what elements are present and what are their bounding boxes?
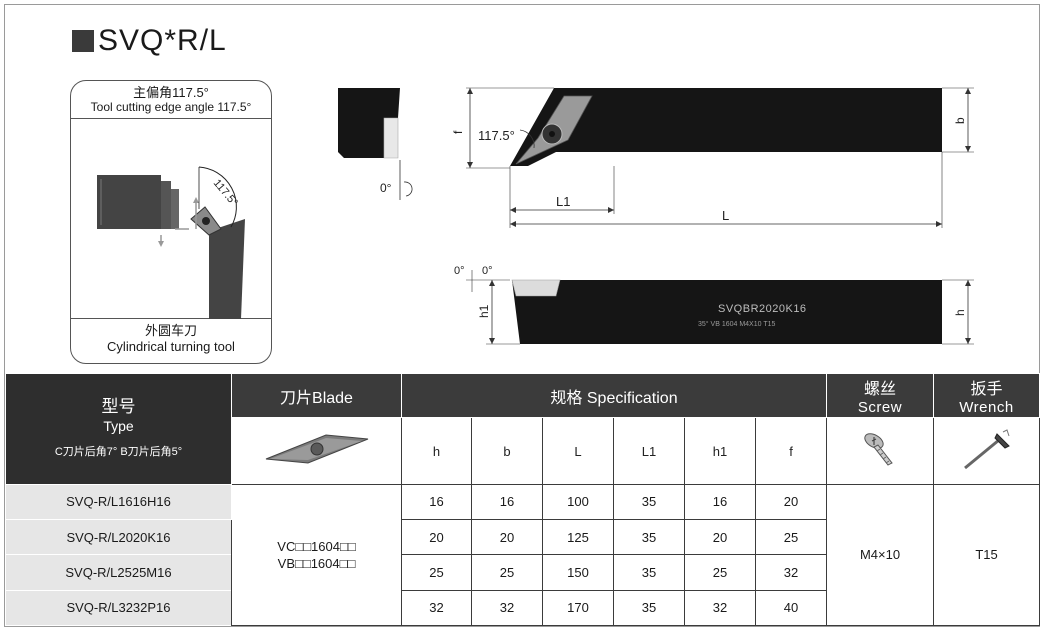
screw-image bbox=[826, 417, 935, 485]
value-cell: 150 bbox=[542, 554, 614, 591]
model-cell: SVQ-R/L2020K16 bbox=[5, 519, 232, 556]
cutting-angle-panel: 主偏角117.5° Tool cutting edge angle 117.5°… bbox=[70, 80, 272, 364]
tool-label-zh: 外圆车刀 bbox=[144, 323, 197, 338]
wrench-image bbox=[933, 417, 1041, 485]
type-header: 型号 Type C刀片后角7° B刀片后角5° bbox=[5, 373, 232, 485]
value-cell: 20 bbox=[754, 483, 828, 521]
value-cell: 25 bbox=[754, 519, 828, 556]
table-row: SVQ-R/L1616H16 VC□□1604□□ VB□□1604□□ 16 … bbox=[5, 483, 1041, 627]
screw-icon bbox=[864, 432, 893, 466]
wrench-cell: T15 bbox=[933, 483, 1041, 627]
angle-label-en: Tool cutting edge angle 117.5° bbox=[90, 100, 252, 114]
blade-line-1: VC□□1604□□ bbox=[277, 538, 356, 554]
screw-header: 螺丝 Screw bbox=[826, 372, 935, 419]
value-cell: 32 bbox=[471, 589, 543, 627]
title-text: SVQ*R/L bbox=[98, 24, 227, 57]
spec-header: 规格 Specification bbox=[400, 372, 828, 419]
side-angle-label: 0° bbox=[380, 181, 392, 195]
value-cell: 20 bbox=[471, 519, 543, 556]
table-row: SVQ-R/L2020K16 20 20 125 35 20 25 bbox=[5, 519, 1040, 556]
blade-model-cell: VC□□1604□□ VB□□1604□□ bbox=[231, 483, 402, 627]
page-frame bbox=[4, 4, 1040, 627]
wrench-header: 扳手 Wrench bbox=[933, 372, 1041, 419]
type-label-en: Type bbox=[103, 417, 134, 434]
label-h: h bbox=[953, 309, 967, 316]
workpiece-step bbox=[171, 189, 179, 229]
value-cell: 20 bbox=[684, 519, 756, 556]
value-cell: 16 bbox=[471, 483, 543, 521]
angle-label-zh: 主偏角117.5° bbox=[133, 85, 209, 100]
label-h1: h1 bbox=[477, 304, 491, 318]
front-view: SVQBR2020K16 35° VB 1604 M4X10 T15 0° 0°… bbox=[454, 265, 974, 345]
col-b: b bbox=[471, 417, 543, 485]
panel-footer: 外圆车刀 Cylindrical turning tool bbox=[71, 319, 271, 355]
value-cell: 16 bbox=[401, 483, 472, 521]
value-cell: 20 bbox=[401, 519, 472, 556]
model-cell: SVQ-R/L1616H16 bbox=[5, 483, 232, 521]
label-f: f bbox=[451, 130, 465, 134]
blade-line-2: VB□□1604□□ bbox=[277, 555, 356, 571]
insert-icon bbox=[265, 434, 368, 464]
turning-diagram-svg: 117.5° bbox=[97, 166, 245, 319]
col-L1: L1 bbox=[613, 417, 685, 485]
tool-holder-shape bbox=[209, 219, 245, 319]
value-cell: 40 bbox=[754, 589, 828, 627]
top-view: f 117.5° b L1 L bbox=[451, 87, 974, 228]
side-view: 0° bbox=[338, 88, 413, 200]
top-angle-label: 117.5° bbox=[478, 128, 515, 143]
value-cell: 35 bbox=[613, 483, 685, 521]
wrench-icon bbox=[963, 428, 1010, 469]
col-h1: h1 bbox=[684, 417, 756, 485]
engraving-sub: 35° VB 1604 M4X10 T15 bbox=[698, 320, 775, 328]
value-cell: 100 bbox=[542, 483, 614, 521]
model-cell: SVQ-R/L3232P16 bbox=[5, 589, 232, 627]
value-cell: 25 bbox=[471, 554, 543, 591]
workpiece-shape bbox=[97, 175, 161, 229]
label-L: L bbox=[722, 208, 729, 223]
screw-cell: M4×10 bbox=[826, 483, 935, 627]
technical-drawings: 0° f 117.5° b L1 L bbox=[338, 87, 974, 345]
table-row: SVQ-R/L2525M16 25 25 150 35 25 32 bbox=[5, 554, 1040, 591]
value-cell: 35 bbox=[613, 519, 685, 556]
insert-screw-icon bbox=[202, 217, 210, 225]
value-cell: 125 bbox=[542, 519, 614, 556]
engraving-main: SVQBR2020K16 bbox=[718, 303, 807, 315]
turning-diagram: 117.5° bbox=[71, 119, 271, 319]
page-title: SVQ*R/L bbox=[72, 24, 227, 58]
value-cell: 32 bbox=[684, 589, 756, 627]
col-h: h bbox=[401, 417, 472, 485]
col-f: f bbox=[754, 417, 828, 485]
value-cell: 25 bbox=[401, 554, 472, 591]
table-row: SVQ-R/L3232P16 32 32 170 35 32 40 bbox=[5, 589, 1040, 627]
front-angle-left: 0° bbox=[454, 265, 465, 277]
label-b: b bbox=[953, 117, 967, 124]
blade-image bbox=[231, 417, 402, 485]
tool-label-en: Cylindrical turning tool bbox=[107, 339, 235, 354]
type-label-zh: 型号 bbox=[101, 396, 136, 416]
specification-table: 型号 Type C刀片后角7° B刀片后角5° 刀片Blade 规格 Speci… bbox=[5, 372, 1041, 627]
value-cell: 170 bbox=[542, 589, 614, 627]
panel-header: 主偏角117.5° Tool cutting edge angle 117.5° bbox=[71, 81, 271, 119]
value-cell: 35 bbox=[613, 554, 685, 591]
value-cell: 32 bbox=[754, 554, 828, 591]
value-cell: 35 bbox=[613, 589, 685, 627]
type-note: C刀片后角7° B刀片后角5° bbox=[54, 445, 183, 458]
value-cell: 32 bbox=[401, 589, 472, 627]
value-cell: 25 bbox=[684, 554, 756, 591]
front-angle-right: 0° bbox=[482, 265, 493, 277]
col-L: L bbox=[542, 417, 614, 485]
title-square-icon bbox=[72, 30, 94, 52]
workpiece-step bbox=[161, 181, 171, 229]
model-cell: SVQ-R/L2525M16 bbox=[5, 554, 232, 591]
label-L1: L1 bbox=[556, 194, 570, 209]
value-cell: 16 bbox=[684, 483, 756, 521]
blade-header: 刀片Blade bbox=[231, 372, 402, 419]
